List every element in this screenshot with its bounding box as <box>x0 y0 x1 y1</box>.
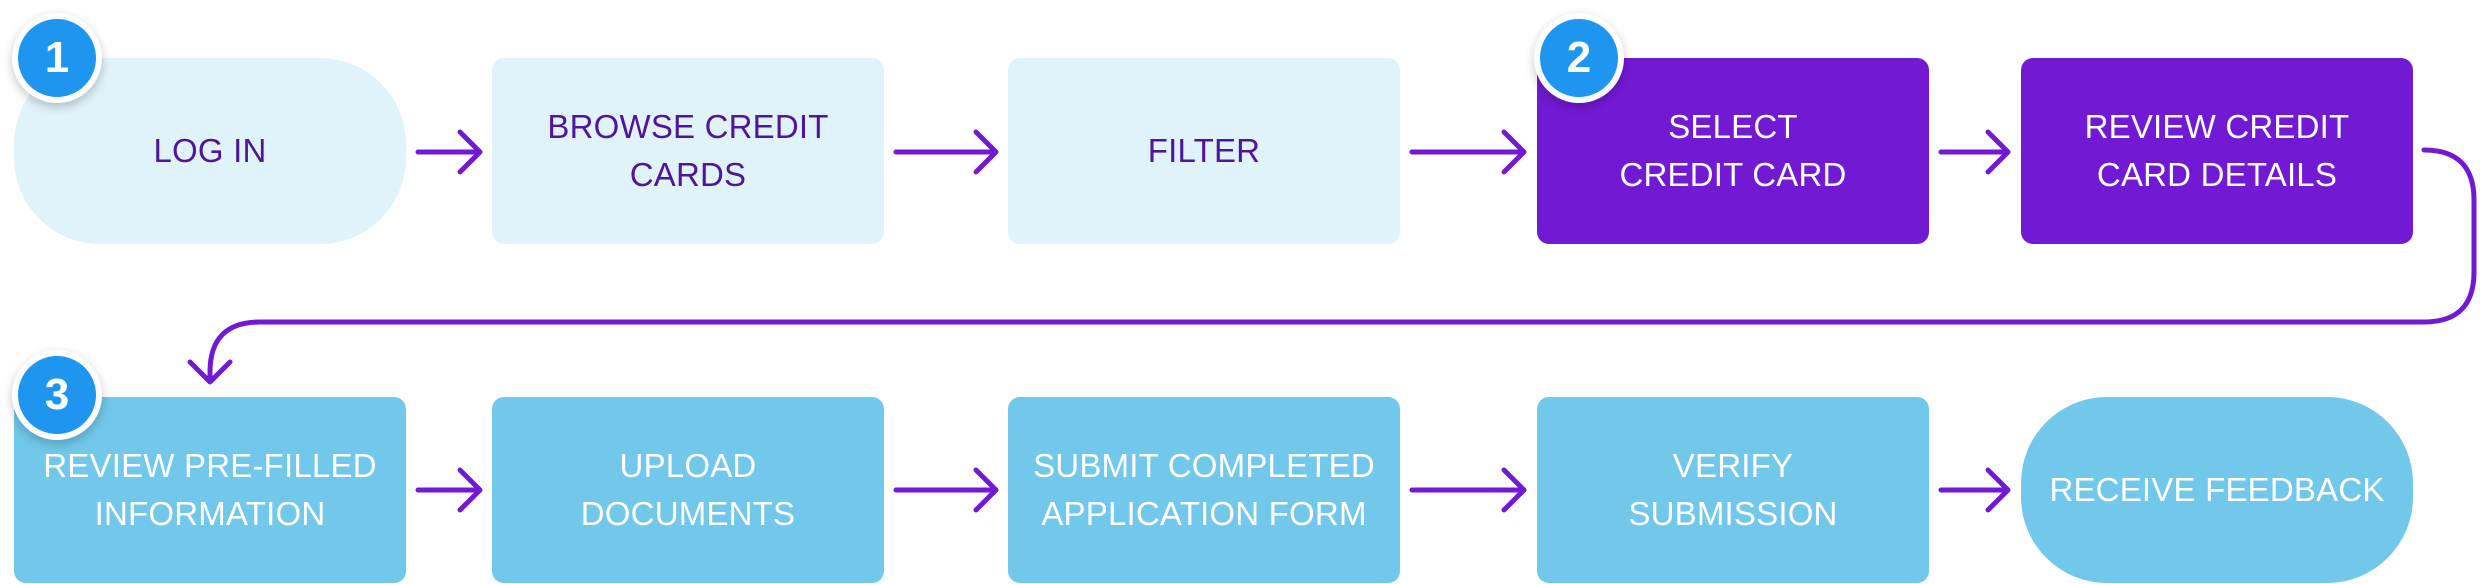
arrow-login-to-browse <box>415 129 483 175</box>
stage-badge-1: 1 <box>12 13 102 103</box>
arrow-verify-to-receive <box>1938 467 2011 513</box>
node-review-credit-card-details: REVIEW CREDIT CARD DETAILS <box>2021 58 2413 244</box>
node-receive-feedback: RECEIVE FEEDBACK <box>2021 397 2413 583</box>
node-upload-documents: UPLOAD DOCUMENTS <box>492 397 884 583</box>
arrow-upload-to-submit <box>893 467 999 513</box>
stage-badge-2: 2 <box>1534 13 1624 103</box>
arrow-select-to-review-details <box>1938 129 2011 175</box>
arrow-filter-to-select <box>1409 129 1527 175</box>
arrow-review-prefilled-to-upload <box>415 467 483 513</box>
node-filter: FILTER <box>1008 58 1400 244</box>
arrow-submit-to-verify <box>1409 467 1527 513</box>
node-verify-submission: VERIFY SUBMISSION <box>1537 397 1929 583</box>
node-browse-credit-cards: BROWSE CREDIT CARDS <box>492 58 884 244</box>
node-submit-completed-application-form: SUBMIT COMPLETED APPLICATION FORM <box>1008 397 1400 583</box>
arrow-browse-to-filter <box>893 129 999 175</box>
stage-badge-3: 3 <box>12 350 102 440</box>
